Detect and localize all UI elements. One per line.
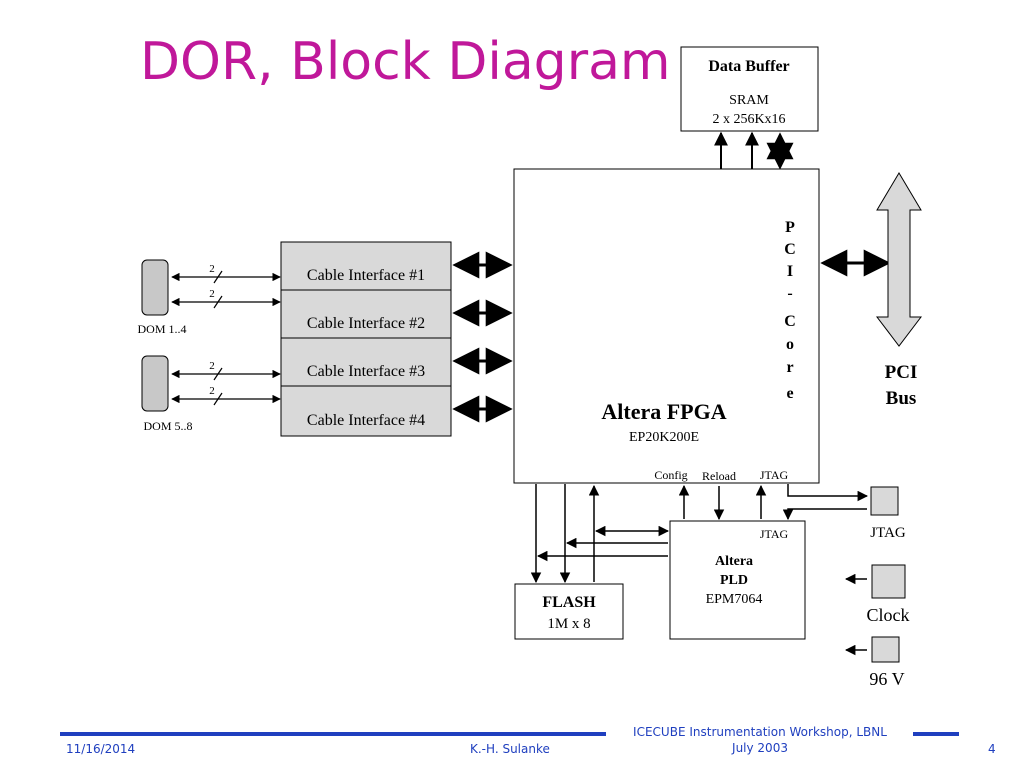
ext-jtag-connector — [870, 486, 899, 516]
config-links — [530, 484, 869, 584]
pci-core-letter: - — [787, 285, 792, 302]
pci-core-letter: I — [787, 263, 793, 280]
footer-rule-right — [913, 732, 959, 736]
footer-date: 11/16/2014 — [66, 742, 136, 756]
pci-bus-label-line1: PCI — [885, 362, 918, 383]
cable-interface-2: Cable Interface #2 — [307, 315, 425, 332]
pci-core-letter: e — [786, 385, 793, 402]
dom-connector-1 — [141, 259, 169, 316]
fpga-jtag-pin: JTAG — [760, 468, 789, 482]
flash-title: FLASH — [542, 594, 596, 611]
clock-connector — [844, 564, 906, 599]
cable-interface-4: Cable Interface #4 — [307, 412, 425, 429]
bus-width-label: 2 — [209, 385, 215, 397]
fpga-reload-pin: Reload — [702, 469, 736, 483]
pci-bus-arrow — [875, 172, 923, 347]
cable-interface-stack: Cable Interface #1 Cable Interface #2 Ca… — [280, 241, 452, 437]
pci-core-letter: r — [786, 359, 793, 376]
footer-conference: ICECUBE Instrumentation Workshop, LBNL J… — [610, 724, 910, 756]
data-buffer-size: 2 x 256Kx16 — [712, 112, 785, 127]
bus-width-label: 2 — [209, 288, 215, 300]
buffer-connections — [714, 131, 794, 170]
footer-conference-line2: July 2003 — [732, 741, 788, 755]
dom-label-2: DOM 5..8 — [143, 419, 192, 433]
cable-fpga-links — [452, 251, 513, 423]
pld-title-line2: PLD — [720, 573, 748, 588]
cable-interface-1: Cable Interface #1 — [307, 267, 425, 284]
fpga-title: Altera FPGA — [601, 399, 726, 424]
footer-conference-line1: ICECUBE Instrumentation Workshop, LBNL — [633, 725, 887, 739]
pld-jtag-pin: JTAG — [760, 527, 789, 541]
footer-page-number: 4 — [988, 742, 996, 756]
pci-core-letter: P — [785, 219, 795, 236]
dom-connector-2 — [141, 355, 169, 412]
data-buffer-type: SRAM — [729, 93, 769, 108]
pld-block: JTAG Altera PLD EPM7064 — [669, 520, 806, 640]
bus-width-label: 2 — [209, 360, 215, 372]
flash-block: FLASH 1M x 8 — [514, 583, 624, 640]
pci-core-label: P C I - C o r e — [784, 219, 796, 402]
pci-core-letter: C — [784, 313, 796, 330]
fpga-part: EP20K200E — [629, 430, 699, 445]
pld-title-line1: Altera — [715, 554, 753, 569]
cable-interface-3: Cable Interface #3 — [307, 363, 425, 380]
clock-label: Clock — [867, 605, 910, 625]
pci-bus-label-line2: Bus — [886, 388, 917, 409]
slide-title: DOR, Block Diagram — [140, 32, 671, 92]
pci-core-letter: C — [784, 241, 796, 258]
dom-label-1: DOM 1..4 — [137, 322, 186, 336]
pld-part: EPM7064 — [706, 592, 763, 607]
fpga-config-pin: Config — [654, 468, 687, 482]
footer-author: K.-H. Sulanke — [470, 742, 550, 756]
ext-jtag-label: JTAG — [870, 525, 906, 541]
bus-width-label: 2 — [209, 263, 215, 275]
pci-core-letter: o — [786, 336, 794, 353]
data-buffer-title: Data Buffer — [708, 58, 789, 75]
footer-rule-left — [60, 732, 606, 736]
dom-cable-links — [171, 270, 281, 406]
flash-size: 1M x 8 — [547, 616, 590, 632]
data-buffer-block: Data Buffer SRAM 2 x 256Kx16 — [680, 46, 819, 132]
power-connector — [844, 636, 900, 663]
power-label: 96 V — [869, 669, 904, 689]
fpga-block: P C I - C o r e Altera FPGA EP20K200E Co… — [513, 168, 820, 484]
